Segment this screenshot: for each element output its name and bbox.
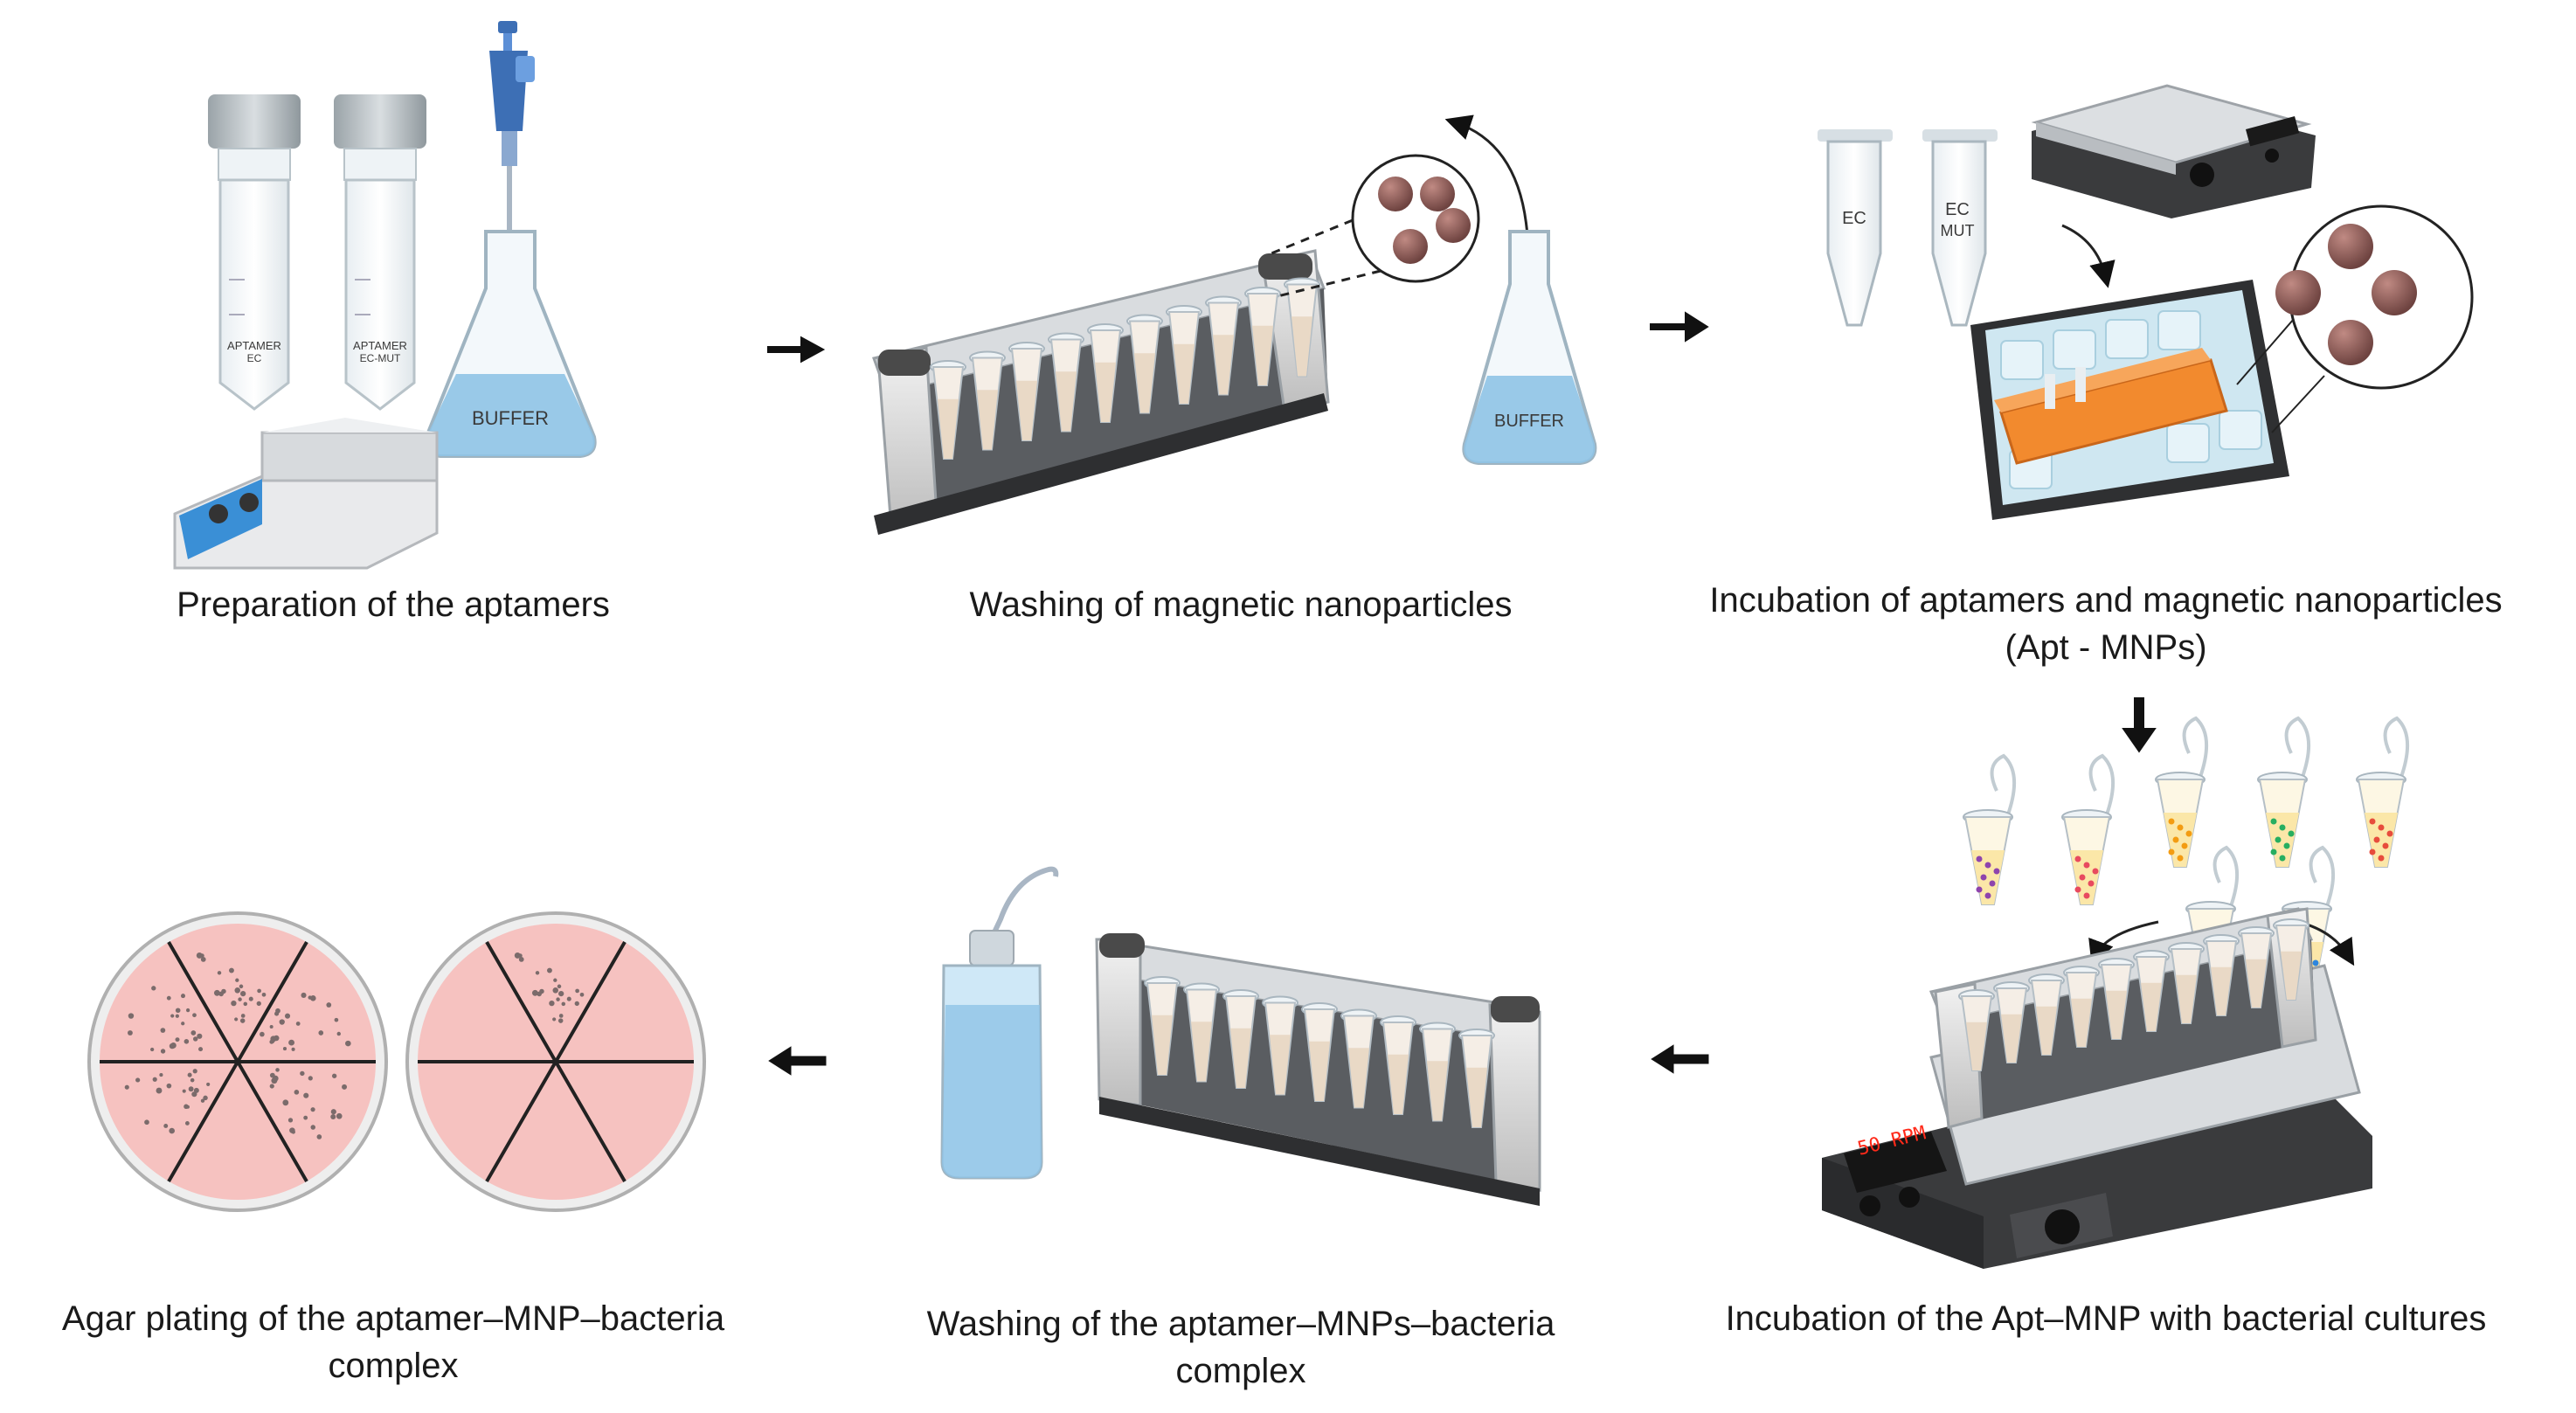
erlenmeyer-flask-icon: BUFFER — [424, 230, 597, 458]
microcentrifuge-tube-row — [1144, 976, 1495, 1128]
microcentrifuge-tube-icon — [2133, 950, 2170, 1032]
bacterial-culture-tube-icon — [2061, 753, 2116, 905]
microcentrifuge-tube-icon — [1183, 982, 1220, 1083]
microcentrifuge-tube-icon — [1958, 989, 1995, 1071]
wash-bottle-icon — [940, 866, 1059, 1180]
nanoparticle-bead-icon — [1271, 114, 1529, 299]
step4-caption: Incubation of the Apt–MNP with bacterial… — [1643, 1295, 2569, 1342]
pipette-icon — [489, 21, 535, 249]
buffer2-label: BUFFER — [1494, 412, 1564, 431]
microcentrifuge-tube-icon — [1380, 1015, 1416, 1115]
step6-caption-line1: Agar plating of the aptamer–MNP–bacteria — [61, 1299, 725, 1338]
flow-arrow-icon — [2122, 697, 2157, 753]
buffer1-label: BUFFER — [472, 407, 549, 429]
hot-plate-stirrer-icon — [173, 418, 439, 570]
microcentrifuge-tube-icon — [1144, 976, 1181, 1076]
flow-arrow-icon — [768, 1046, 827, 1076]
bacterial-culture-tube-icon — [1963, 753, 2017, 905]
step1-caption-text: Preparation of the aptamers — [177, 585, 610, 624]
microcentrifuge-tube-icon — [1087, 323, 1124, 423]
microcentrifuge-tube-icon — [1222, 989, 1259, 1089]
microcentrifuge-tube-icon — [1301, 1002, 1338, 1102]
falcon-tube-icon: APTAMER EC — [208, 94, 301, 411]
microcentrifuge-tube-icon — [1166, 305, 1202, 405]
microcentrifuge-tube-icon — [1205, 295, 1242, 396]
flow-arrow-icon — [1651, 1044, 1709, 1074]
step6-caption-line2: complex — [328, 1347, 459, 1385]
ec-mut-tube-label-1: EC — [1945, 200, 1970, 219]
microcentrifuge-tube-icon — [1419, 1022, 1456, 1122]
microcentrifuge-tube-icon — [2098, 958, 2135, 1040]
bacterial-culture-tube-icon — [2356, 716, 2410, 868]
microcentrifuge-tube-icon — [1008, 342, 1045, 441]
microcentrifuge-tube-icon: EC MUT — [1922, 129, 1998, 327]
ec-tube-label: EC — [1842, 209, 1866, 228]
step2-caption-text: Washing of magnetic nanoparticles — [969, 585, 1513, 624]
step4-caption-text: Incubation of the Apt–MNP with bacterial… — [1725, 1299, 2487, 1338]
erlenmeyer-flask-icon: BUFFER — [1462, 230, 1597, 465]
microcentrifuge-tube-icon — [1262, 995, 1298, 1096]
step2-caption: Washing of magnetic nanoparticles — [891, 581, 1590, 628]
step5-caption-line2: complex — [1175, 1352, 1306, 1390]
ice-bath-icon — [1970, 280, 2289, 520]
microcentrifuge-tube-icon — [1048, 332, 1084, 433]
microcentrifuge-tube-icon — [2203, 934, 2240, 1016]
tube1-label: APTAMER — [227, 339, 281, 352]
bacterial-culture-tube-icon — [2155, 716, 2209, 868]
microcentrifuge-tube-icon: EC — [1818, 129, 1893, 327]
flow-arrow-icon — [1650, 311, 1709, 343]
microcentrifuge-tube-row — [930, 277, 1320, 460]
step5-caption-line1: Washing of the aptamer–MNPs–bacteria — [926, 1305, 1555, 1343]
step6-caption: Agar plating of the aptamer–MNP–bacteria… — [9, 1295, 778, 1389]
microcentrifuge-tube-icon — [2273, 918, 2309, 1001]
step5-caption: Washing of the aptamer–MNPs–bacteria com… — [856, 1300, 1625, 1395]
transfer-arrow-icon — [2088, 920, 2159, 967]
microcentrifuge-tube-icon — [1458, 1029, 1495, 1128]
microcentrifuge-tube-row — [1958, 918, 2309, 1071]
tube2-label: APTAMER — [353, 339, 407, 352]
step3-caption: Incubation of aptamers and magnetic nano… — [1643, 577, 2569, 671]
nanoparticle-bead-icon — [2236, 204, 2474, 433]
bacterial-culture-tube-icon — [2257, 716, 2311, 868]
step1-caption: Preparation of the aptamers — [96, 581, 690, 628]
microcentrifuge-tube-icon — [930, 360, 966, 460]
orbital-shaker-icon — [2031, 84, 2316, 218]
transfer-arrow-icon — [2061, 224, 2116, 288]
tube1-sublabel: EC — [247, 352, 262, 364]
microcentrifuge-tube-icon — [1993, 981, 2030, 1063]
falcon-tube-icon: APTAMER EC-MUT — [334, 94, 426, 411]
petri-dish-icon — [87, 911, 388, 1212]
microcentrifuge-tube-icon — [2063, 966, 2100, 1048]
microcentrifuge-tube-icon — [1284, 277, 1320, 377]
tube2-sublabel: EC-MUT — [360, 352, 401, 364]
petri-dish-icon — [405, 911, 706, 1212]
microcentrifuge-tube-icon — [2028, 973, 2065, 1056]
microcentrifuge-tube-icon — [2238, 926, 2275, 1008]
microcentrifuge-tube-icon — [1244, 287, 1281, 386]
microcentrifuge-tube-icon — [1126, 314, 1163, 414]
step3-caption-line1: Incubation of aptamers and magnetic nano… — [1709, 581, 2503, 620]
ec-mut-tube-label-2: MUT — [1941, 222, 1975, 239]
microcentrifuge-tube-icon — [1340, 1008, 1377, 1109]
microcentrifuge-tube-icon — [969, 350, 1006, 451]
microcentrifuge-tube-icon — [2168, 942, 2205, 1024]
flow-arrow-icon — [767, 336, 826, 364]
step3-caption-line2: (Apt - MNPs) — [2005, 628, 2207, 667]
